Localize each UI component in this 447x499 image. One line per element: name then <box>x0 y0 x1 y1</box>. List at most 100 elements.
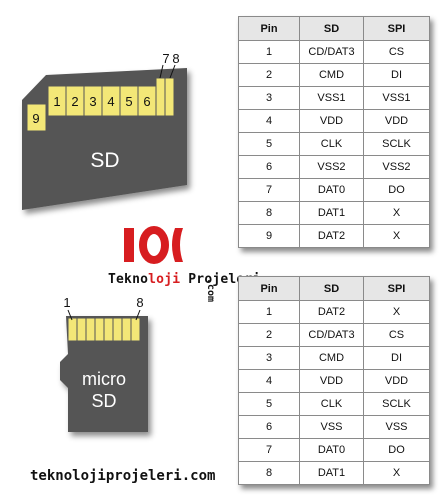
cell-pin: 6 <box>238 155 300 179</box>
sd-pin-2-label: 2 <box>71 94 78 109</box>
cell-spi: X <box>363 461 430 485</box>
cell-spi: X <box>363 300 430 324</box>
cell-sd: VSS2 <box>299 155 364 179</box>
cell-pin: 9 <box>238 224 300 248</box>
sd-pin-8-leader <box>169 64 176 79</box>
sd-pin-5-label: 5 <box>125 94 132 109</box>
cell-sd: DAT2 <box>299 300 364 324</box>
footer-website: teknolojiprojeleri.com <box>30 468 216 484</box>
cell-sd: CLK <box>299 392 364 416</box>
cell-sd: VSS <box>299 415 364 439</box>
cell-pin: 3 <box>238 86 300 110</box>
cell-sd: DAT2 <box>299 224 364 248</box>
cell-sd: CLK <box>299 132 364 156</box>
sd-pin-8-label: 8 <box>172 51 179 66</box>
sd-card-label: SD <box>90 149 119 172</box>
sd-pin-7-label: 7 <box>162 51 169 66</box>
cell-pin: 1 <box>238 300 300 324</box>
cell-pin: 5 <box>238 132 300 156</box>
cell-spi: CS <box>363 40 430 64</box>
cell-pin: 7 <box>238 438 300 462</box>
microsd-label-line2: SD <box>91 391 116 411</box>
sd-pin-7-leader <box>159 64 164 79</box>
logo-tld: .com <box>205 278 216 303</box>
cell-pin: 4 <box>238 369 300 393</box>
cell-pin: 2 <box>238 63 300 87</box>
cell-sd: DAT1 <box>299 201 364 225</box>
cell-pin: 5 <box>238 392 300 416</box>
cell-sd: DAT0 <box>299 178 364 202</box>
cell-spi: X <box>363 201 430 225</box>
header-sd: SD <box>299 276 364 301</box>
cell-spi: DI <box>363 346 430 370</box>
logo-mark <box>124 226 183 264</box>
cell-sd: VSS1 <box>299 86 364 110</box>
microsd-pin-1-label: 1 <box>63 295 70 310</box>
cell-spi: VDD <box>363 369 430 393</box>
cell-sd: CMD <box>299 346 364 370</box>
header-pin: Pin <box>238 276 300 301</box>
cell-spi: VSS2 <box>363 155 430 179</box>
table-header-row: Pin SD SPI <box>238 276 430 301</box>
sd-pin-4-label: 4 <box>107 94 114 109</box>
cell-pin: 8 <box>238 201 300 225</box>
cell-spi: SCLK <box>363 392 430 416</box>
header-spi: SPI <box>363 276 430 301</box>
cell-sd: CMD <box>299 63 364 87</box>
microsd-pin-contacts <box>67 317 141 342</box>
cell-spi: DO <box>363 438 430 462</box>
cell-spi: CS <box>363 323 430 347</box>
microsd-pin-8-leader <box>135 309 141 321</box>
cell-spi: X <box>363 224 430 248</box>
cell-sd: CD/DAT3 <box>299 323 364 347</box>
cell-spi: DO <box>363 178 430 202</box>
microsd-card-body <box>60 316 148 432</box>
sd-pin-6-label: 6 <box>143 94 150 109</box>
cell-pin: 3 <box>238 346 300 370</box>
cell-pin: 1 <box>238 40 300 64</box>
cell-pin: 6 <box>238 415 300 439</box>
sd-card-diagram: 1 2 3 4 5 6 7 8 9 SD <box>22 51 187 210</box>
logo-highlight: loji <box>148 272 181 287</box>
cell-spi: SCLK <box>363 132 430 156</box>
sd-pin-9-label: 9 <box>32 111 39 126</box>
cell-pin: 2 <box>238 323 300 347</box>
cell-spi: VSS <box>363 415 430 439</box>
cell-pin: 7 <box>238 178 300 202</box>
sd-pin-contacts <box>26 77 175 132</box>
microsd-pin-1-leader <box>67 309 73 321</box>
cell-pin: 8 <box>238 461 300 485</box>
header-spi: SPI <box>363 16 430 41</box>
sd-pin-3-label: 3 <box>89 94 96 109</box>
cell-spi: DI <box>363 63 430 87</box>
microsd-label-line1: micro <box>82 369 126 389</box>
table-header-row: Pin SD SPI <box>238 16 430 41</box>
cell-spi: VSS1 <box>363 86 430 110</box>
cell-sd: DAT0 <box>299 438 364 462</box>
microsd-pin-8-label: 8 <box>136 295 143 310</box>
header-sd: SD <box>299 16 364 41</box>
cell-sd: VDD <box>299 369 364 393</box>
cell-sd: DAT1 <box>299 461 364 485</box>
cell-pin: 4 <box>238 109 300 133</box>
cell-sd: CD/DAT3 <box>299 40 364 64</box>
header-pin: Pin <box>238 16 300 41</box>
